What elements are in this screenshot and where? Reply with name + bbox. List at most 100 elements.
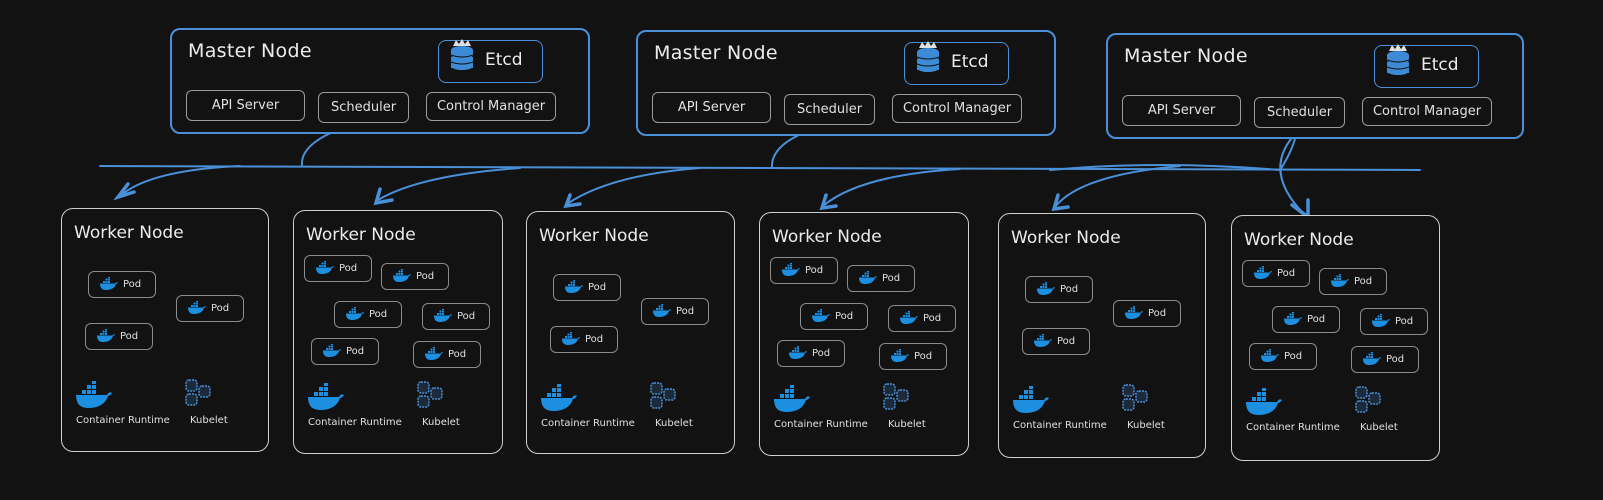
arrow-to-worker-1 xyxy=(119,165,241,197)
arrow-to-worker-4 xyxy=(822,168,961,207)
etcd-label: Etcd xyxy=(1421,55,1459,75)
kubelet-label: Kubelet xyxy=(888,419,926,430)
worker-node[interactable]: Worker Node Pod Pod Pod Container Runtim… xyxy=(61,208,269,452)
pod[interactable]: Pod xyxy=(311,338,379,365)
worker-node[interactable]: Worker Node Pod Pod Pod Pod Pod Pod Cont… xyxy=(293,210,503,454)
docker-whale-icon xyxy=(652,302,672,321)
pod[interactable]: Pod xyxy=(777,340,845,367)
master-node[interactable]: Master Node Etcd API Server Scheduler Co… xyxy=(170,28,590,134)
pod-label: Pod xyxy=(1386,354,1405,365)
kubelet-label: Kubelet xyxy=(1360,422,1398,433)
master-node[interactable]: Master Node Etcd API Server Scheduler Co… xyxy=(1106,33,1524,139)
arrowhead-3 xyxy=(563,193,582,209)
worker-node[interactable]: Worker Node Pod Pod Pod Container Runtim… xyxy=(998,213,1206,458)
pod-label: Pod xyxy=(805,265,824,276)
docker-whale-icon xyxy=(1362,350,1382,369)
control-manager-box[interactable]: Control Manager xyxy=(426,92,556,121)
worker-node[interactable]: Worker Node Pod Pod Pod Container Runtim… xyxy=(526,211,735,454)
master-node[interactable]: Master Node Etcd API Server Scheduler Co… xyxy=(636,30,1056,136)
control-manager-label: Control Manager xyxy=(436,99,546,114)
docker-whale-icon xyxy=(1036,280,1056,299)
worker-node[interactable]: Worker Node Pod Pod Pod Pod Pod Pod Cont… xyxy=(759,212,969,456)
scheduler-box[interactable]: Scheduler xyxy=(784,94,875,125)
worker-node-title: Worker Node xyxy=(772,227,882,247)
pod[interactable]: Pod xyxy=(888,305,956,332)
pod[interactable]: Pod xyxy=(553,274,621,301)
control-manager-box[interactable]: Control Manager xyxy=(892,94,1022,123)
pod[interactable]: Pod xyxy=(1242,260,1310,287)
pod-label: Pod xyxy=(416,271,435,282)
container-runtime-docker-icon xyxy=(1011,385,1051,418)
etcd-box[interactable]: Etcd xyxy=(438,39,543,83)
pod[interactable]: Pod xyxy=(800,303,868,330)
pod[interactable]: Pod xyxy=(413,341,481,368)
container-runtime-label: Container Runtime xyxy=(1013,420,1107,431)
worker-node[interactable]: Worker Node Pod Pod Pod Pod Pod Pod Cont… xyxy=(1231,215,1440,461)
master-node-title: Master Node xyxy=(1124,45,1248,67)
container-runtime-label: Container Runtime xyxy=(774,419,868,430)
kubelet-icon xyxy=(1354,385,1384,419)
pod[interactable]: Pod xyxy=(422,303,490,330)
master-node-title: Master Node xyxy=(654,42,778,64)
etcd-label: Etcd xyxy=(485,50,523,70)
api-server-label: API Server xyxy=(211,98,280,113)
pod-label: Pod xyxy=(1060,284,1079,295)
etcd-box[interactable]: Etcd xyxy=(904,40,1009,85)
docker-whale-icon xyxy=(1253,264,1273,283)
docker-whale-icon xyxy=(315,259,335,278)
pod-label: Pod xyxy=(923,313,942,324)
arrowhead-1 xyxy=(113,182,136,201)
pod[interactable]: Pod xyxy=(1022,328,1090,355)
docker-whale-icon xyxy=(788,344,808,363)
master-node-title: Master Node xyxy=(188,40,312,62)
pod[interactable]: Pod xyxy=(847,265,915,292)
scheduler-box[interactable]: Scheduler xyxy=(318,92,409,123)
pod-label: Pod xyxy=(120,331,139,342)
pod[interactable]: Pod xyxy=(641,298,709,325)
kubelet-icon xyxy=(882,382,912,416)
worker-node-title: Worker Node xyxy=(1244,230,1354,250)
scheduler-box[interactable]: Scheduler xyxy=(1254,97,1345,128)
pod[interactable]: Pod xyxy=(85,323,153,350)
api-server-label: API Server xyxy=(1147,103,1216,118)
pod[interactable]: Pod xyxy=(1351,346,1419,373)
etcd-database-icon xyxy=(915,40,941,80)
container-runtime-label: Container Runtime xyxy=(76,415,170,426)
pod[interactable]: Pod xyxy=(1249,343,1317,370)
pod-label: Pod xyxy=(1395,316,1414,327)
arrowhead-4 xyxy=(819,193,838,211)
kubelet-icon xyxy=(184,378,214,412)
pod[interactable]: Pod xyxy=(550,326,618,353)
kubelet-label: Kubelet xyxy=(422,417,460,428)
docker-whale-icon xyxy=(96,327,116,346)
pod[interactable]: Pod xyxy=(88,271,156,298)
docker-whale-icon xyxy=(561,330,581,349)
api-server-box[interactable]: API Server xyxy=(1122,95,1241,126)
control-manager-box[interactable]: Control Manager xyxy=(1362,97,1492,126)
pod[interactable]: Pod xyxy=(770,257,838,284)
api-server-box[interactable]: API Server xyxy=(186,90,305,121)
api-server-box[interactable]: API Server xyxy=(652,92,771,123)
docker-whale-icon xyxy=(424,345,444,364)
docker-whale-icon xyxy=(392,267,412,286)
pod-label: Pod xyxy=(369,309,388,320)
pod[interactable]: Pod xyxy=(1113,300,1181,327)
docker-whale-icon xyxy=(890,347,910,366)
docker-whale-icon xyxy=(899,309,919,328)
pod[interactable]: Pod xyxy=(176,295,244,322)
etcd-box[interactable]: Etcd xyxy=(1374,44,1479,88)
pod[interactable]: Pod xyxy=(304,255,372,282)
pod[interactable]: Pod xyxy=(334,301,402,328)
pod[interactable]: Pod xyxy=(879,343,947,370)
pod[interactable]: Pod xyxy=(1319,268,1387,295)
pod[interactable]: Pod xyxy=(381,263,449,290)
docker-whale-icon xyxy=(1371,312,1391,331)
pod[interactable]: Pod xyxy=(1360,308,1428,335)
docker-whale-icon xyxy=(1330,272,1350,291)
pod-label: Pod xyxy=(812,348,831,359)
container-runtime-docker-icon xyxy=(1244,387,1284,420)
pod[interactable]: Pod xyxy=(1272,306,1340,333)
container-runtime-label: Container Runtime xyxy=(541,418,635,429)
etcd-label: Etcd xyxy=(951,52,989,72)
pod[interactable]: Pod xyxy=(1025,276,1093,303)
